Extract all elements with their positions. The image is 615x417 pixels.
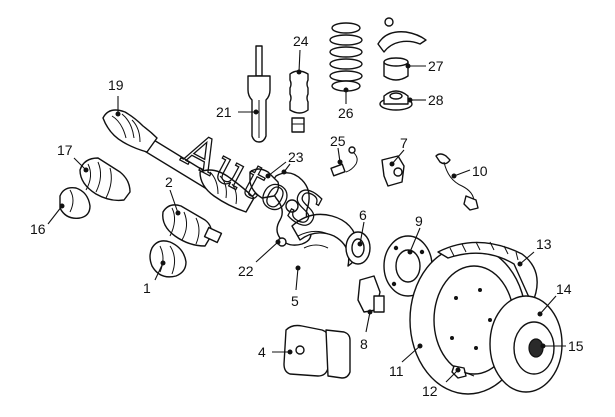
callout-1-label: 1 [143,280,151,296]
callout-5-label: 5 [291,293,299,309]
callout-11: 11 [389,343,423,379]
callout-15-label: 15 [568,338,584,354]
spring-top-mount [377,17,427,81]
brake-pads [283,324,351,379]
callout-19: 19 [108,77,124,117]
callout-17-label: 17 [57,142,73,158]
small-boot [59,186,91,219]
callout-16: 16 [30,203,65,237]
lower-boot [149,240,187,278]
callout-25-label: 25 [330,133,346,149]
callout-13-label: 13 [536,236,552,252]
callout-24: 24 [293,33,309,75]
shock-absorber [247,45,271,143]
callout-24-label: 24 [293,33,309,49]
coil-spring [329,22,363,92]
inner-cv-joint [162,204,223,247]
callout-8: 8 [360,309,373,352]
stop-bushing [291,117,305,133]
callout-26: 26 [338,87,354,121]
caliper-bolts [357,275,385,313]
callout-17: 17 [57,142,89,173]
callout-1: 1 [143,260,166,296]
callout-12-label: 12 [422,383,438,399]
callout-28: 28 [407,92,444,108]
callout-19-label: 19 [108,77,124,93]
callout-14-label: 14 [556,281,572,297]
callout-22: 22 [238,239,281,279]
callout-21-label: 21 [216,104,232,120]
wheel-bearing [345,231,371,265]
callout-6-label: 6 [359,207,367,223]
bump-stop [289,70,309,114]
callout-8-label: 8 [360,336,368,352]
callout-7: 7 [389,135,408,167]
callout-13: 13 [517,236,552,267]
callout-9-label: 9 [415,213,423,229]
cv-joint-outer [249,168,280,199]
callout-2: 2 [165,174,181,216]
callout-4: 4 [258,344,293,360]
callout-22-label: 22 [238,263,254,279]
callout-9: 9 [407,213,423,255]
callout-5: 5 [291,265,301,309]
mounting-bracket [381,155,405,187]
callout-12: 12 [422,367,461,399]
callout-23-label: 23 [288,149,304,165]
callout-4-label: 4 [258,344,266,360]
cv-boot-large [79,157,131,202]
callout-14: 14 [537,281,572,317]
callout-26-label: 26 [338,105,354,121]
callout-23: 23 [265,149,304,179]
callout-11-label: 11 [389,363,404,379]
tyre-tread [437,241,538,305]
drive-shaft-assembly [102,109,255,213]
callout-28-label: 28 [428,92,444,108]
callout-3: 3 [281,163,291,175]
callout-10-label: 10 [472,163,488,179]
callout-2-label: 2 [165,174,173,190]
rubber-mount [379,90,413,111]
callout-21: 21 [216,104,259,120]
callout-25: 25 [330,133,346,165]
callout-10: 10 [451,163,488,179]
callout-15: 15 [540,338,584,354]
callout-27-label: 27 [428,58,444,74]
wheel-rim [489,295,563,393]
callout-6: 6 [357,207,367,247]
brake-hose [435,153,479,211]
callout-layer: 1 2 3 4 5 6 [30,33,584,399]
abs-sensor [330,146,358,177]
callout-7-label: 7 [400,135,408,151]
callout-27: 27 [405,58,444,74]
callout-16-label: 16 [30,221,46,237]
